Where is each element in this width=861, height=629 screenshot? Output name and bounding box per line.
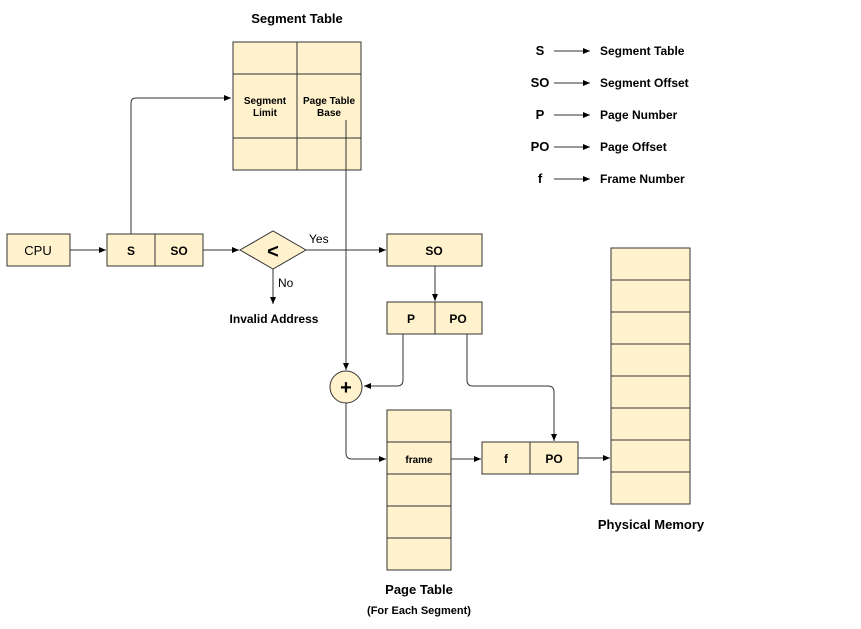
legend: S Segment Table SO Segment Offset P Page…: [531, 43, 689, 186]
physical-memory-title: Physical Memory: [598, 517, 705, 532]
svg-text:Segment Table: Segment Table: [600, 44, 685, 58]
physical-address: f PO: [481, 441, 579, 475]
logical-address: S SO: [106, 233, 204, 267]
svg-text:Page Offset: Page Offset: [600, 140, 667, 154]
page-table-base-label-2: Base: [317, 108, 341, 119]
svg-text:PO: PO: [531, 139, 550, 154]
arrow-adder-to-page-table: [345, 403, 386, 462]
so-box-label: SO: [425, 244, 442, 258]
frame-number-field: f: [504, 452, 509, 466]
page-table-title: Page Table: [385, 582, 453, 597]
segment-offset-field: SO: [170, 244, 187, 258]
svg-text:Frame Number: Frame Number: [600, 172, 685, 186]
page-number-field: P: [407, 312, 415, 326]
cpu-box: [6, 233, 71, 267]
physical-offset-field: PO: [545, 452, 562, 466]
plus-icon: +: [340, 377, 352, 399]
segment-number-field: S: [127, 244, 135, 258]
yes-label: Yes: [309, 232, 329, 246]
cpu-label: CPU: [24, 243, 51, 258]
segment-limit-label-2: Limit: [253, 108, 278, 119]
svg-text:SO: SO: [531, 75, 550, 90]
svg-text:P: P: [536, 107, 545, 122]
physical-memory: [610, 247, 691, 505]
svg-text:f: f: [538, 171, 543, 186]
arrow-p-to-adder: [364, 334, 404, 389]
svg-text:S: S: [536, 43, 545, 58]
less-than-symbol: <: [267, 241, 279, 263]
svg-text:Segment Offset: Segment Offset: [600, 76, 689, 90]
page-split: P PO: [386, 301, 483, 335]
so-box: [386, 233, 483, 267]
page-table: frame: [386, 409, 452, 571]
segment-table: Segment Limit Page Table Base: [232, 41, 362, 171]
segment-limit-label-1: Segment: [244, 96, 287, 107]
arrow-s-to-segment-table: [130, 95, 231, 234]
legend-item: P Page Number: [536, 107, 678, 122]
segment-table-title: Segment Table: [251, 11, 343, 26]
arrow-po-to-physical: [466, 334, 557, 441]
page-table-subtitle: (For Each Segment): [367, 605, 471, 617]
frame-entry-label: frame: [405, 455, 433, 466]
svg-text:Page Number: Page Number: [600, 108, 678, 122]
no-label: No: [278, 276, 294, 290]
legend-item: S Segment Table: [536, 43, 685, 58]
legend-item: PO Page Offset: [531, 139, 667, 154]
legend-item: f Frame Number: [538, 171, 685, 186]
page-offset-field: PO: [449, 312, 466, 326]
invalid-address-label: Invalid Address: [230, 312, 319, 326]
legend-item: SO Segment Offset: [531, 75, 689, 90]
page-table-base-label-1: Page Table: [303, 96, 355, 107]
